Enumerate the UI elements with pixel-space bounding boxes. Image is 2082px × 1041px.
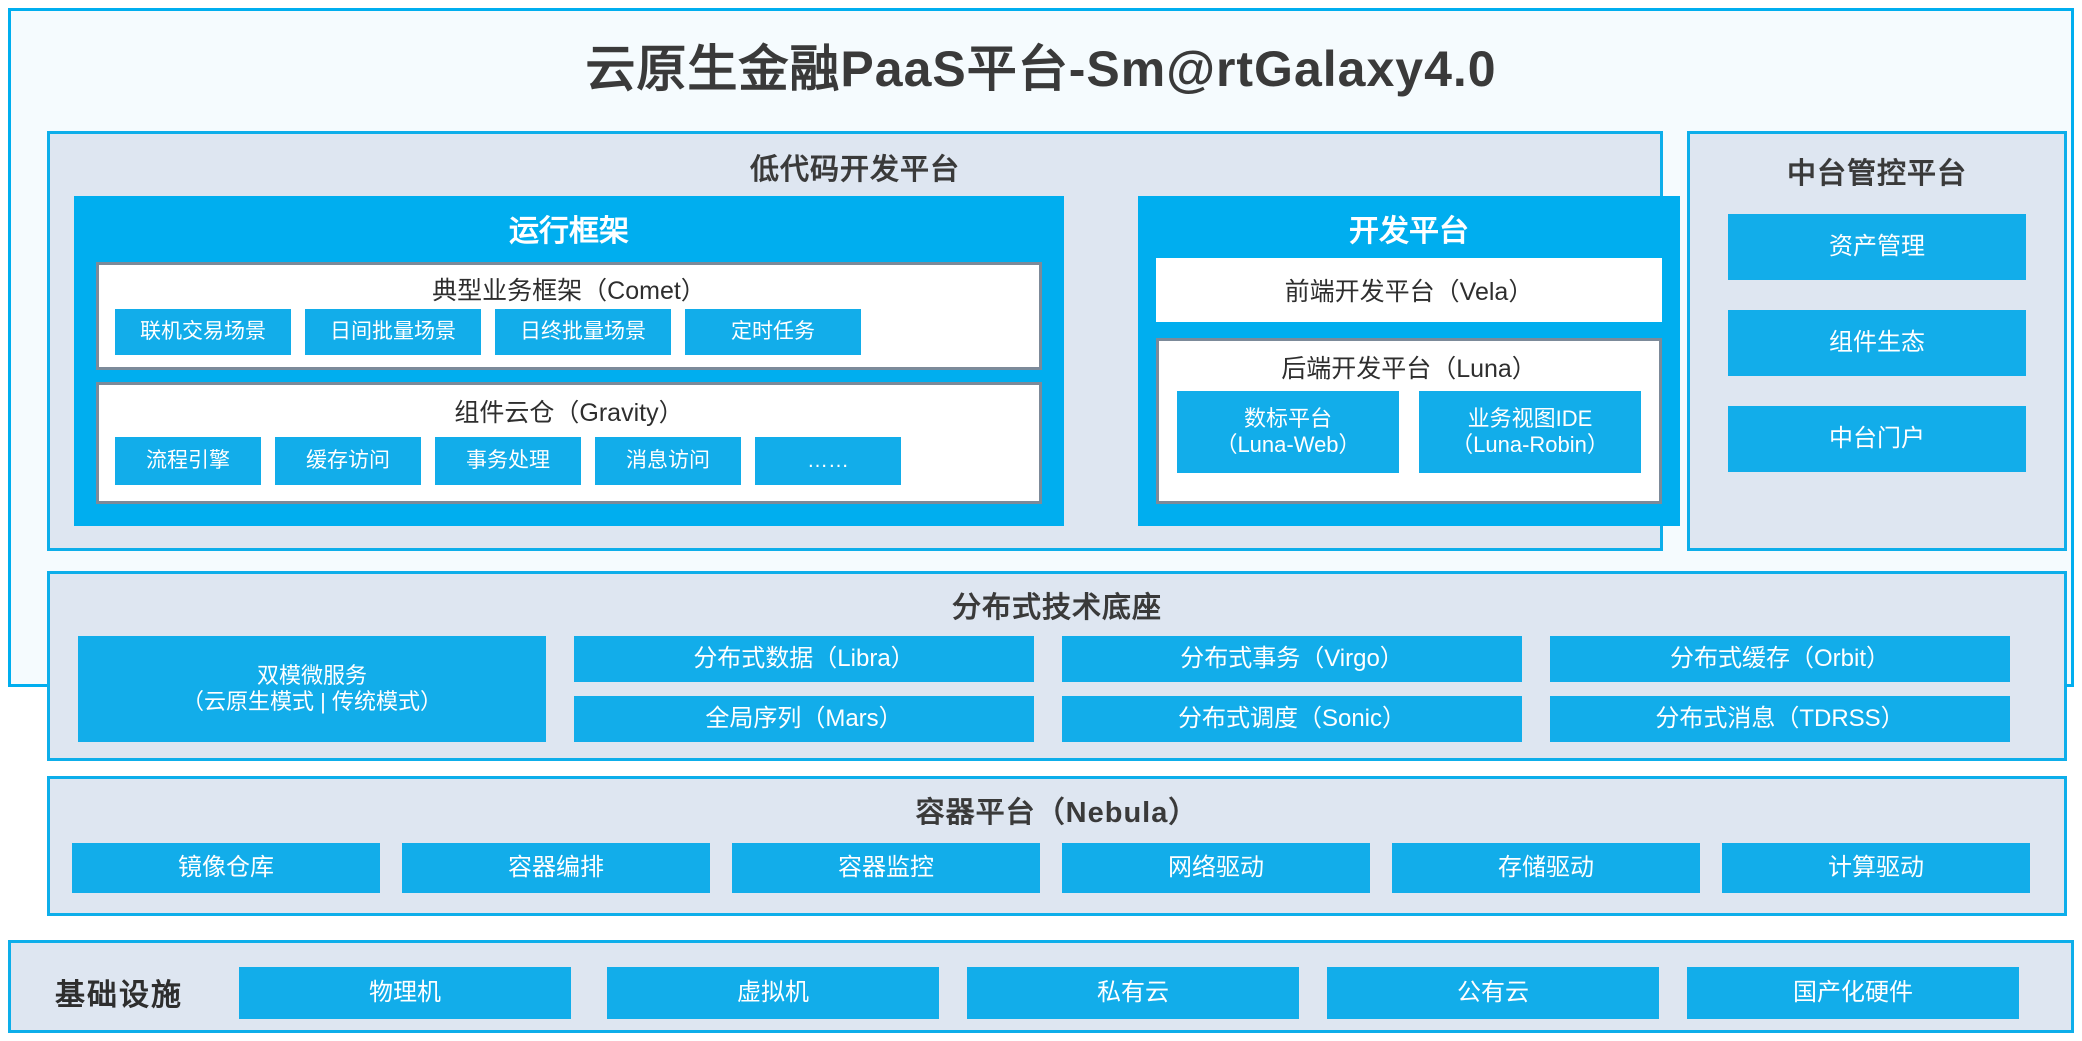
luna-item-luna-robin[interactable]: 业务视图IDE （Luna-Robin） xyxy=(1419,391,1641,473)
comet-title: 典型业务框架（Comet） xyxy=(432,277,706,305)
container-item-monitoring[interactable]: 容器监控 xyxy=(732,843,1040,893)
container-platform-title: 容器平台（Nebula） xyxy=(915,797,1199,829)
frontend-dev-platform-box[interactable]: 前端开发平台（Vela） xyxy=(1156,258,1662,322)
development-platform-title: 开发平台 xyxy=(1349,215,1469,248)
luna-item-luna-web[interactable]: 数标平台 （Luna-Web） xyxy=(1177,391,1399,473)
tech-base-distributed-data[interactable]: 分布式数据（Libra） xyxy=(574,636,1034,682)
distributed-tech-base-title: 分布式技术底座 xyxy=(951,592,1162,624)
infrastructure-panel: 基础设施 物理机 虚拟机 私有云 公有云 国产化硬件 xyxy=(8,940,2074,1033)
container-item-image-registry[interactable]: 镜像仓库 xyxy=(72,843,380,893)
infrastructure-label: 基础设施 xyxy=(55,979,183,1012)
mid-office-platform-title: 中台管控平台 xyxy=(1786,158,1967,190)
gravity-item-message-access[interactable]: 消息访问 xyxy=(595,437,741,485)
container-item-storage-driver[interactable]: 存储驱动 xyxy=(1392,843,1700,893)
infrastructure-item-virtual-machine[interactable]: 虚拟机 xyxy=(607,967,939,1019)
tech-base-distributed-scheduling[interactable]: 分布式调度（Sonic） xyxy=(1062,696,1522,742)
tech-base-distributed-transaction[interactable]: 分布式事务（Virgo） xyxy=(1062,636,1522,682)
infrastructure-item-domestic-hardware[interactable]: 国产化硬件 xyxy=(1687,967,2019,1019)
page-title: 云原生金融PaaS平台-Sm@rtGalaxy4.0 xyxy=(585,41,1497,97)
comet-box: 典型业务框架（Comet） 联机交易场景 日间批量场景 日终批量场景 定时任务 xyxy=(96,262,1042,370)
runtime-framework-title: 运行框架 xyxy=(509,215,629,248)
tech-base-distributed-message[interactable]: 分布式消息（TDRSS） xyxy=(1550,696,2010,742)
gravity-item-process-engine[interactable]: 流程引擎 xyxy=(115,437,261,485)
platform-outer-frame: 云原生金融PaaS平台-Sm@rtGalaxy4.0 低代码开发平台 运行框架 … xyxy=(8,8,2074,916)
infrastructure-item-public-cloud[interactable]: 公有云 xyxy=(1327,967,1659,1019)
comet-item-intraday-batch[interactable]: 日间批量场景 xyxy=(305,309,481,355)
mid-office-platform-panel: 中台管控平台 资产管理 组件生态 中台门户 xyxy=(1687,131,2067,551)
runtime-framework-card: 运行框架 典型业务框架（Comet） 联机交易场景 日间批量场景 日终批量场景 … xyxy=(74,196,1064,526)
container-item-orchestration[interactable]: 容器编排 xyxy=(402,843,710,893)
distributed-tech-base-panel: 分布式技术底座 双模微服务 （云原生模式 | 传统模式） 分布式数据（Libra… xyxy=(47,571,2067,761)
container-item-compute-driver[interactable]: 计算驱动 xyxy=(1722,843,2030,893)
gravity-title: 组件云仓（Gravity） xyxy=(454,399,684,427)
container-item-network-driver[interactable]: 网络驱动 xyxy=(1062,843,1370,893)
comet-item-online-trade[interactable]: 联机交易场景 xyxy=(115,309,291,355)
mid-office-item-asset-management[interactable]: 资产管理 xyxy=(1728,214,2026,280)
backend-dev-platform-title: 后端开发平台（Luna） xyxy=(1281,355,1537,383)
development-platform-card: 开发平台 前端开发平台（Vela） 后端开发平台（Luna） 数标平台 （Lun… xyxy=(1138,196,1680,526)
tech-base-dual-mode-microservice[interactable]: 双模微服务 （云原生模式 | 传统模式） xyxy=(78,636,546,742)
gravity-item-transaction[interactable]: 事务处理 xyxy=(435,437,581,485)
tech-base-global-sequence[interactable]: 全局序列（Mars） xyxy=(574,696,1034,742)
backend-dev-platform-box: 后端开发平台（Luna） 数标平台 （Luna-Web） 业务视图IDE （Lu… xyxy=(1156,338,1662,504)
container-platform-panel: 容器平台（Nebula） 镜像仓库 容器编排 容器监控 网络驱动 存储驱动 计算… xyxy=(47,776,2067,916)
low-code-platform-title: 低代码开发平台 xyxy=(749,154,960,186)
gravity-item-more[interactable]: …… xyxy=(755,437,901,485)
gravity-box: 组件云仓（Gravity） 流程引擎 缓存访问 事务处理 消息访问 …… xyxy=(96,382,1042,504)
tech-base-distributed-cache[interactable]: 分布式缓存（Orbit） xyxy=(1550,636,2010,682)
gravity-item-cache-access[interactable]: 缓存访问 xyxy=(275,437,421,485)
comet-item-eod-batch[interactable]: 日终批量场景 xyxy=(495,309,671,355)
low-code-platform-panel: 低代码开发平台 运行框架 典型业务框架（Comet） 联机交易场景 日间批量场景… xyxy=(47,131,1680,551)
frontend-dev-platform-label: 前端开发平台（Vela） xyxy=(1284,278,1534,306)
comet-item-scheduled-task[interactable]: 定时任务 xyxy=(685,309,861,355)
infrastructure-item-physical-machine[interactable]: 物理机 xyxy=(239,967,571,1019)
mid-office-item-component-ecosystem[interactable]: 组件生态 xyxy=(1728,310,2026,376)
mid-office-item-portal[interactable]: 中台门户 xyxy=(1728,406,2026,472)
infrastructure-item-private-cloud[interactable]: 私有云 xyxy=(967,967,1299,1019)
